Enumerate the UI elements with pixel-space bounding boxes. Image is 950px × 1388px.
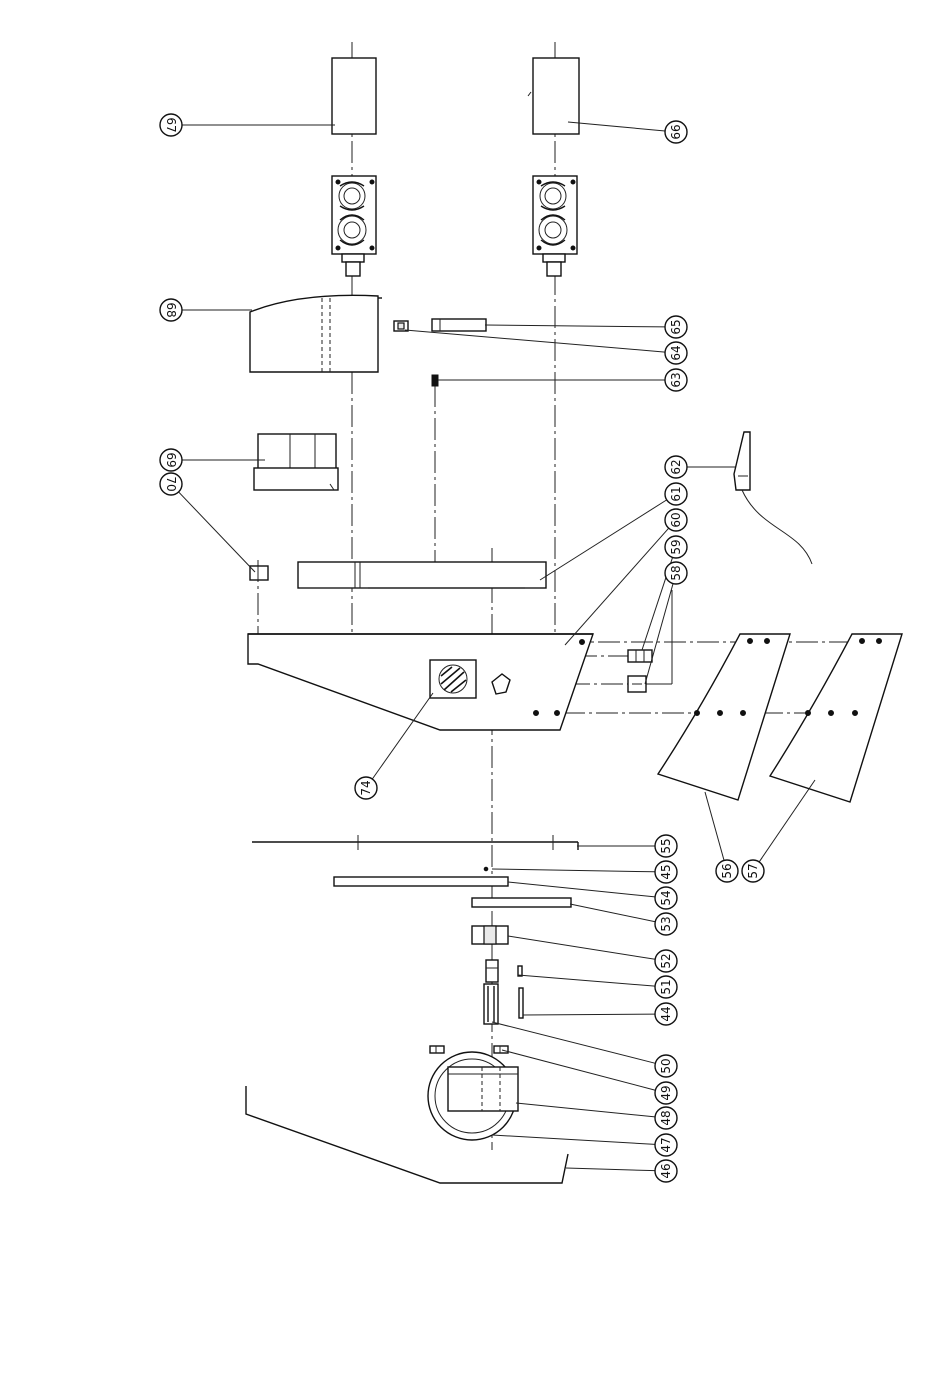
leader-line xyxy=(566,1168,655,1171)
pivot-point xyxy=(580,640,585,645)
callout-number: 53 xyxy=(659,916,673,931)
leader-line xyxy=(492,1022,655,1063)
callout-49: 49 xyxy=(502,1050,677,1104)
spring-63 xyxy=(432,375,438,386)
callout-number: 49 xyxy=(659,1085,673,1100)
callout-number: 69 xyxy=(164,452,178,467)
plate-61 xyxy=(298,562,546,588)
leader-line xyxy=(565,528,669,645)
gear-unit-left xyxy=(332,176,376,276)
callout-56: 56 xyxy=(705,792,738,882)
wheel-assembly-48 xyxy=(428,1046,518,1140)
callout-61: 61 xyxy=(540,483,687,580)
callout-number: 63 xyxy=(669,372,683,387)
callout-52: 52 xyxy=(508,936,677,972)
callout-number: 56 xyxy=(720,863,734,878)
callout-number: 66 xyxy=(669,124,683,139)
callout-59: 59 xyxy=(642,536,687,650)
panel-57 xyxy=(770,634,902,802)
callout-number: 61 xyxy=(669,486,683,501)
leader-line xyxy=(485,325,665,327)
callout-number: 60 xyxy=(669,512,683,527)
bushing-51 xyxy=(486,960,522,982)
vent-74 xyxy=(430,660,476,698)
cover-67 xyxy=(332,58,376,134)
leader-line xyxy=(179,492,255,572)
callout-number: 62 xyxy=(669,459,683,474)
callout-50: 50 xyxy=(492,1022,677,1077)
callout-65: 65 xyxy=(485,316,687,338)
callout-64: 64 xyxy=(405,330,687,364)
callout-57: 57 xyxy=(742,780,815,882)
pedal-62 xyxy=(734,432,812,564)
leader-line xyxy=(405,330,665,352)
callout-number: 68 xyxy=(164,302,178,317)
callout-number: 57 xyxy=(746,863,760,878)
fastener-70 xyxy=(250,566,268,580)
callout-number: 45 xyxy=(659,864,673,879)
callout-number: 51 xyxy=(659,979,673,994)
frame-46 xyxy=(246,1086,568,1183)
gear-unit-right xyxy=(533,176,577,276)
connector-59 xyxy=(628,650,652,662)
callout-62: 62 xyxy=(665,456,735,478)
leader-line xyxy=(502,1050,655,1090)
callout-45: 45 xyxy=(492,861,677,883)
leader-line xyxy=(516,1103,655,1117)
leader-line xyxy=(568,122,665,131)
callout-number: 52 xyxy=(659,953,673,968)
connector-58 xyxy=(628,676,646,692)
callout-number: 74 xyxy=(359,780,373,795)
callout-number: 64 xyxy=(669,345,683,360)
block-52 xyxy=(472,926,508,944)
callout-55: 55 xyxy=(577,835,677,857)
callout-number: 46 xyxy=(659,1163,673,1178)
shaft-50 xyxy=(484,984,498,1024)
callout-47: 47 xyxy=(492,1134,677,1156)
screw-64 xyxy=(394,321,408,331)
leader-line xyxy=(508,882,655,897)
callout-number: 50 xyxy=(659,1058,673,1073)
callout-number: 54 xyxy=(659,890,673,905)
pin-45 xyxy=(484,867,488,871)
callout-48: 48 xyxy=(516,1103,677,1129)
block-69 xyxy=(254,434,338,490)
callout-66: 66 xyxy=(568,121,687,143)
leader-line xyxy=(508,936,655,959)
callout-44: 44 xyxy=(523,1003,677,1025)
leader-line xyxy=(523,1014,655,1015)
callout-51: 51 xyxy=(518,975,677,998)
callout-number: 58 xyxy=(669,565,683,580)
leader-line xyxy=(759,780,815,862)
callout-number: 55 xyxy=(659,838,673,853)
pin-44 xyxy=(519,988,523,1018)
callout-number: 70 xyxy=(164,476,178,491)
bar-53 xyxy=(472,898,571,907)
main-housing-60 xyxy=(248,634,593,730)
callout-70: 70 xyxy=(160,473,255,572)
callout-63: 63 xyxy=(438,369,687,391)
leader-line xyxy=(570,904,655,922)
leader-line xyxy=(705,792,724,860)
housing-68 xyxy=(250,295,382,372)
leader-line xyxy=(492,1135,655,1144)
pin-65 xyxy=(432,319,486,331)
callout-68: 68 xyxy=(160,299,252,321)
callout-46: 46 xyxy=(566,1160,677,1182)
callout-number: 65 xyxy=(669,319,683,334)
callout-53: 53 xyxy=(570,904,677,935)
bar-54 xyxy=(334,877,508,886)
callout-number: 67 xyxy=(164,117,178,132)
leader-line xyxy=(518,975,655,986)
callout-67: 67 xyxy=(160,114,335,136)
callout-69: 69 xyxy=(160,449,265,471)
callout-number: 44 xyxy=(659,1006,673,1021)
leader-line xyxy=(540,500,667,580)
callout-number: 59 xyxy=(669,539,683,554)
rod-55 xyxy=(252,835,578,850)
callout-number: 47 xyxy=(659,1137,673,1152)
leader-line xyxy=(492,869,655,872)
callout-number: 48 xyxy=(659,1110,673,1125)
